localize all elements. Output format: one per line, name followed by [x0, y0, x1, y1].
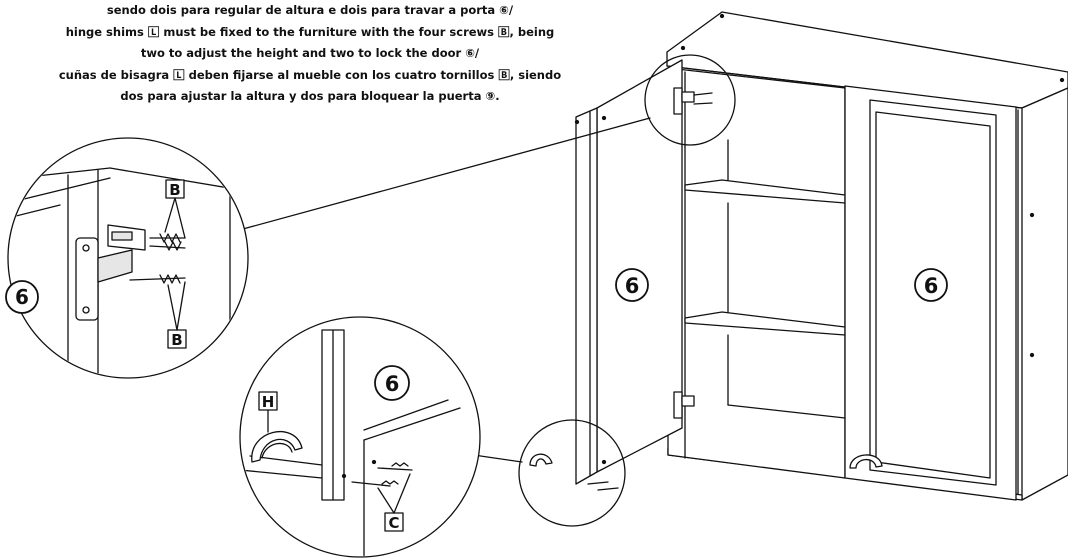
handle-detail: H C 6: [239, 316, 481, 558]
instruction-line-3: two to adjust the height and two to lock…: [140, 46, 480, 61]
cabinet-side: [1021, 87, 1068, 501]
label-c: C: [388, 514, 399, 532]
instruction-line-5: dos para ajustar la altura y dos para bl…: [120, 89, 500, 104]
upper-hinge: [673, 87, 713, 115]
door-number-left-circle: [615, 268, 649, 302]
door-number-right-circle: [914, 268, 948, 302]
instruction-text: sendo dois para regular de altura e dois…: [0, 0, 620, 108]
label-h: H: [262, 393, 275, 411]
cabinet-interior: [667, 67, 846, 479]
door-number-handle-circle: [374, 365, 410, 401]
cabinet: [574, 11, 1068, 501]
lower-hinge: [673, 391, 695, 419]
door-number-left: 6: [625, 274, 640, 298]
zoom-marker-hinge: [644, 54, 736, 146]
leader-line-hinge: [231, 117, 651, 233]
left-door-edge: [575, 107, 598, 485]
instruction-line-4: cuñas de bisagra 🄻 deben fijarse al mueb…: [58, 67, 562, 82]
door-number-handle: 6: [385, 372, 400, 396]
right-door-handle: [849, 454, 883, 469]
hinge-detail: B B 6: [5, 137, 249, 379]
label-b-bottom: B: [171, 331, 182, 349]
door-number-right: 6: [924, 274, 939, 298]
instruction-line-2: hinge shims 🄻 must be fixed to the furni…: [65, 24, 555, 39]
handle-h: [251, 431, 303, 463]
left-door: [596, 59, 683, 473]
door-number-hinge: 6: [15, 285, 29, 309]
zoom-marker-handle: [518, 419, 626, 527]
label-b-top: B: [169, 181, 180, 199]
door-number-hinge-circle: [5, 280, 39, 314]
instruction-line-1: sendo dois para regular de altura e dois…: [106, 3, 514, 17]
